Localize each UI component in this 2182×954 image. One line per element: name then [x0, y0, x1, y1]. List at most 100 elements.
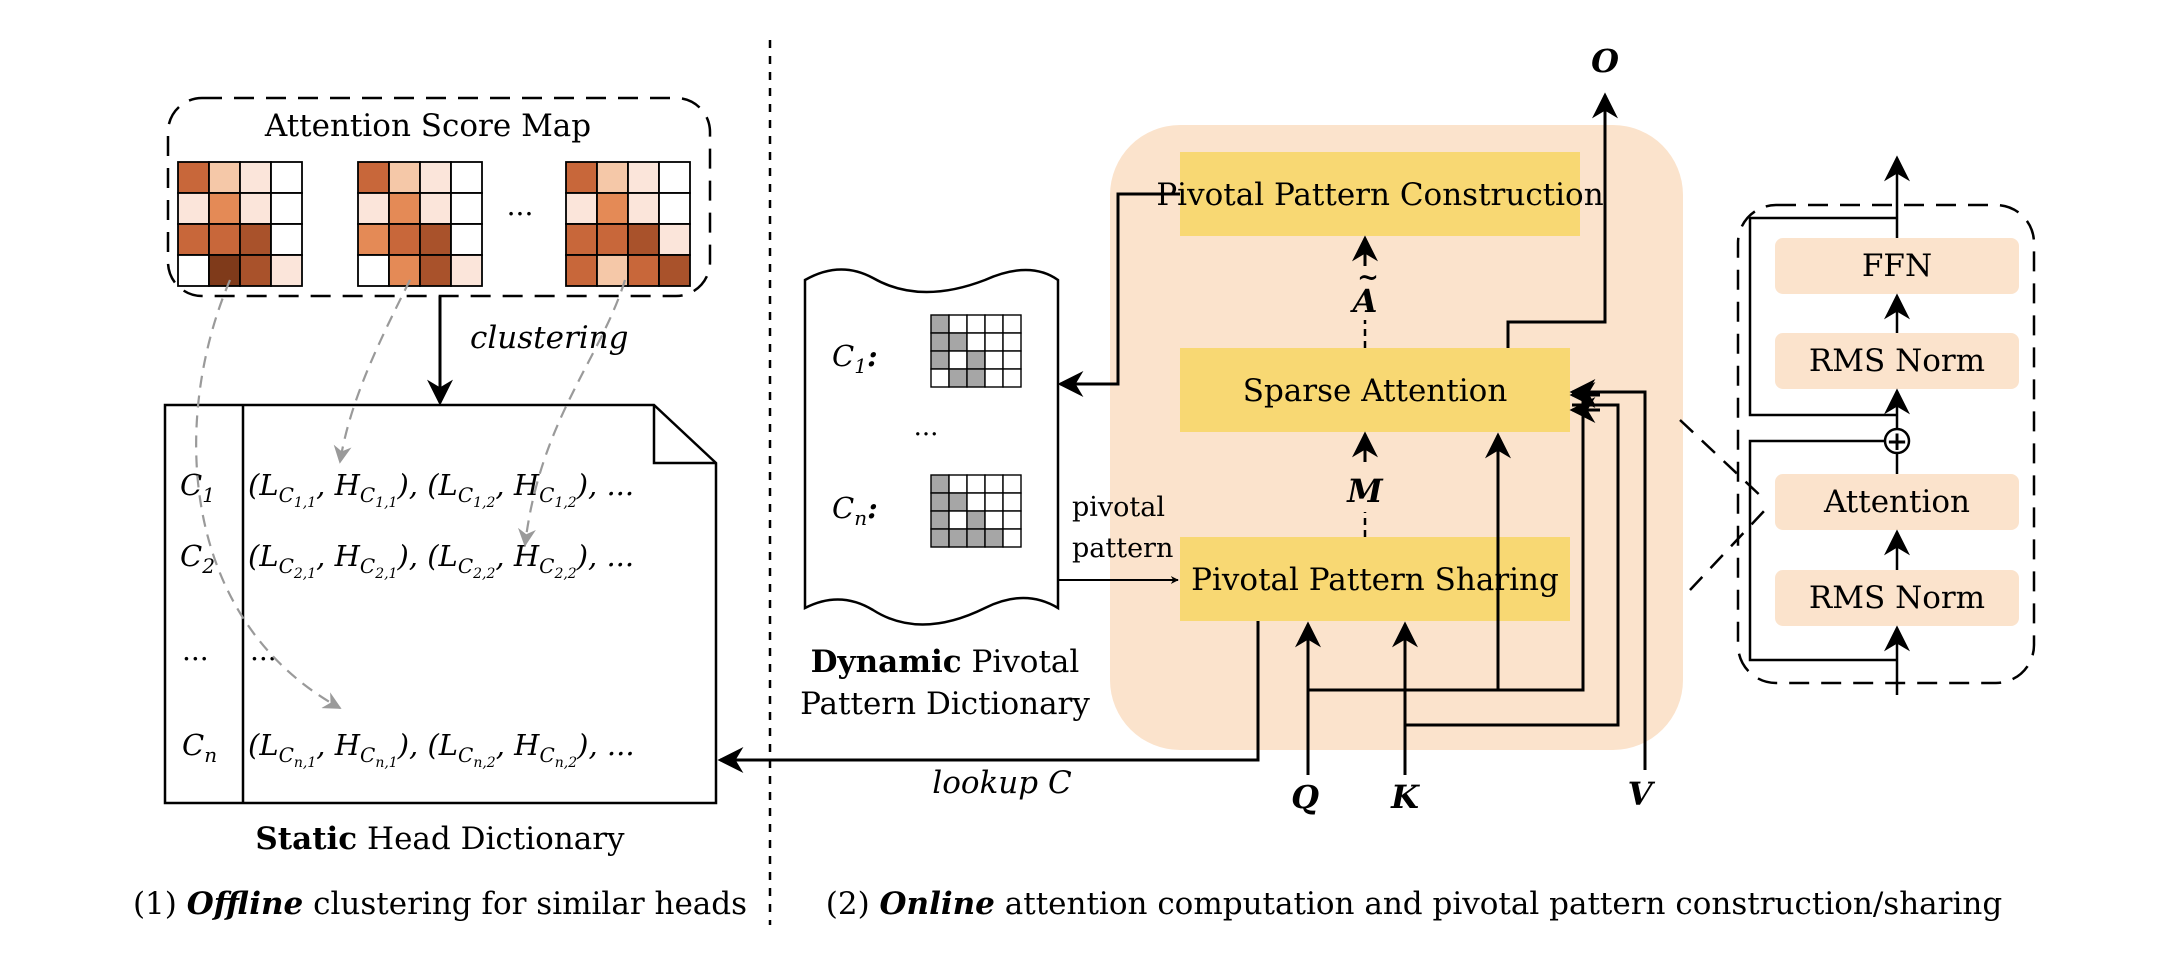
- heatmap-cell: [208, 223, 241, 256]
- attention-box: [1775, 474, 2019, 530]
- pattern-cell: [966, 528, 986, 548]
- dictionary-row: C1 (LC1,1, HC1,1), (LC1,2, HC1,2), ...: [180, 468, 634, 511]
- value-arrow: [1569, 379, 1647, 770]
- pattern-cell: [966, 368, 986, 388]
- residual-connection-upper: [1748, 216, 1897, 417]
- heatmap-cell: [270, 254, 303, 287]
- assignment-arrow: [195, 279, 342, 709]
- online-section: Pivotal Pattern Construction Sparse Atte…: [717, 42, 2036, 922]
- heatmap-cell: [239, 254, 272, 287]
- heatmap-cell: [208, 254, 241, 287]
- output-arrow: [1506, 92, 1618, 348]
- online-section-caption: (2) Online attention computation and piv…: [826, 886, 2002, 922]
- pattern-cell: [948, 474, 968, 494]
- sharing-label: Pivotal Pattern Sharing: [1191, 562, 1559, 598]
- pattern-cell: [1002, 368, 1022, 388]
- construction-to-dictionary-arrow: [1057, 192, 1180, 397]
- transformer-block: [1736, 203, 2036, 685]
- heatmap-ellipsis: ...: [507, 189, 534, 222]
- heatmap-cell: [565, 254, 598, 287]
- a-tilde-symbol: A: [1350, 282, 1378, 320]
- pattern-cell: [1002, 528, 1022, 548]
- heatmap-cell: [419, 192, 452, 225]
- zoom-line-bottom: [1689, 509, 1766, 591]
- heatmap-cell: [627, 161, 660, 194]
- pattern-cell: [966, 474, 986, 494]
- lookup-label: lookup C: [932, 765, 1072, 801]
- clustering-label: clustering: [470, 320, 629, 356]
- pattern-cell: [1002, 510, 1022, 530]
- heatmap-cell: [388, 192, 421, 225]
- heatmap-cell: [270, 192, 303, 225]
- heatmap-cell: [658, 192, 691, 225]
- svg-text:...: ...: [182, 634, 209, 667]
- pattern-cell: [1002, 314, 1022, 334]
- pattern-cell: [966, 510, 986, 530]
- heatmap-cell: [239, 192, 272, 225]
- pattern-rown-label: Cn:: [832, 491, 878, 530]
- construction-box: [1180, 152, 1580, 236]
- heatmap-cell: [419, 223, 452, 256]
- a-tilde-mark: ~: [1357, 263, 1379, 293]
- construction-label: Pivotal Pattern Construction: [1156, 177, 1603, 213]
- pattern-cell: [984, 368, 1004, 388]
- key-symbol: K: [1390, 778, 1420, 816]
- pattern-cell: [948, 368, 968, 388]
- pivotal-pattern-label-1: pivotal: [1072, 492, 1165, 523]
- head-dictionary-document: [163, 403, 718, 805]
- pattern-cell: [1002, 492, 1022, 512]
- heatmap-cell: [208, 192, 241, 225]
- heatmap-cell: [450, 192, 483, 225]
- heatmap-cell: [177, 223, 210, 256]
- heatmap-cell: [658, 223, 691, 256]
- sparse-attention-label: Sparse Attention: [1243, 373, 1508, 409]
- heatmap-cell: [239, 223, 272, 256]
- dictionary-row: Cn (LCn,1, HCn,1), (LCn,2, HCn,2), ...: [182, 728, 635, 771]
- residual-add-symbol: +: [1886, 427, 1908, 457]
- svg-text:(LCn,1, HCn,1), (LCn,2, HCn,2): (LCn,1, HCn,1), (LCn,2, HCn,2), ...: [248, 728, 635, 771]
- mask-symbol: M: [1346, 472, 1384, 510]
- head-dictionary-caption: Static Head Dictionary: [255, 821, 625, 857]
- value-symbol: V: [1628, 775, 1656, 813]
- pattern-dictionary-caption-line2: Pattern Dictionary: [800, 686, 1090, 722]
- pattern-cell: [966, 492, 986, 512]
- heatmap-cell: [388, 223, 421, 256]
- pattern-cell: [948, 510, 968, 530]
- svg-text:...: ...: [250, 634, 277, 667]
- rms-norm-bottom-label: RMS Norm: [1809, 580, 1985, 616]
- heatmap-cell: [565, 161, 598, 194]
- pattern-cell: [984, 332, 1004, 352]
- ffn-label: FFN: [1862, 248, 1932, 284]
- pattern-cell: [930, 314, 950, 334]
- heatmap-cell: [450, 161, 483, 194]
- heatmap-cell: [239, 161, 272, 194]
- svg-text:(LC1,1, HC1,1), (LC1,2, HC1,2): (LC1,1, HC1,1), (LC1,2, HC1,2), ...: [248, 468, 634, 511]
- heatmap-cell: [450, 223, 483, 256]
- pattern-cell: [930, 368, 950, 388]
- attention-label: Attention: [1823, 484, 1970, 520]
- pattern-cell: [948, 350, 968, 370]
- heatmap-cell: [565, 223, 598, 256]
- assignment-arrow: [518, 279, 627, 547]
- sharing-box: [1180, 537, 1570, 621]
- heatmap-cell: [627, 192, 660, 225]
- assignment-arrow: [333, 279, 411, 464]
- pattern-cell: [948, 492, 968, 512]
- rms-norm-top-box: [1775, 333, 2019, 389]
- heatmap-cell: [419, 161, 452, 194]
- pattern-cell: [930, 510, 950, 530]
- output-symbol: O: [1591, 42, 1619, 80]
- heatmap-cell: [270, 161, 303, 194]
- pattern-cell: [984, 474, 1004, 494]
- query-symbol: Q: [1291, 778, 1319, 816]
- heatmap-cell: [627, 223, 660, 256]
- attention-map-title: Attention Score Map: [264, 108, 591, 144]
- pattern-cell: [1002, 332, 1022, 352]
- heatmap-cell: [177, 161, 210, 194]
- heatmap-cell: [357, 223, 390, 256]
- heatmap-cell: [177, 254, 210, 287]
- sparse-attention-box: [1180, 348, 1570, 432]
- pattern-cell: [984, 314, 1004, 334]
- pattern-cell: [966, 314, 986, 334]
- pattern-cell: [1002, 350, 1022, 370]
